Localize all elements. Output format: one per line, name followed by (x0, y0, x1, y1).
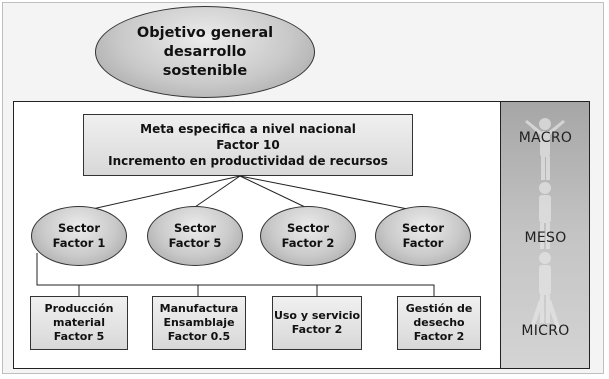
sector-label: Sector (174, 221, 216, 235)
meta-line: Factor 10 (216, 138, 280, 152)
sector-ellipse: Sector Factor 2 (260, 206, 356, 266)
objective-line: sostenible (162, 62, 248, 79)
stage-line: material (52, 316, 105, 329)
meta-line: Incremento en productividad de recursos (108, 154, 388, 168)
connector-meta-sector-1 (78, 175, 241, 213)
connector-meta-sector-3 (239, 175, 306, 208)
stage-line: Manufactura (159, 302, 239, 315)
sector-label: Sector (287, 221, 329, 235)
objective-line: desarrollo (163, 43, 247, 60)
sector-factor: Factor 1 (52, 236, 106, 250)
stage-line: Factor 5 (53, 330, 105, 343)
stage-line: Ensamblaje (163, 316, 235, 329)
stage-line: Factor 0.5 (167, 330, 231, 343)
sector-ellipse: Sector Factor 5 (147, 206, 243, 266)
national-goal-box: Meta especifica a nivel nacional Factor … (83, 114, 413, 176)
connector-meta-sector-2 (194, 175, 241, 208)
scale-meso-label: MESO (524, 230, 567, 246)
stage-line: Producción (44, 302, 114, 315)
stage-line: Uso y servicio (273, 309, 361, 322)
sector-label: Sector (58, 221, 100, 235)
objective-line: Objetivo general (136, 24, 274, 41)
sector-factor: Factor 2 (281, 236, 335, 250)
scale-panel: MACRO MESO MICRO (500, 102, 589, 368)
general-objective-ellipse: Objetivo general desarrollo sostenible (95, 6, 315, 98)
stage-box-waste: Gestión de desecho Factor 2 (397, 296, 481, 350)
sector-ellipse: Sector Factor (375, 206, 471, 266)
stage-box-use: Uso y servicio Factor 2 (272, 296, 362, 350)
sector-ellipse: Sector Factor 1 (31, 206, 127, 266)
stage-line: Factor 2 (291, 323, 343, 336)
connector-sector-1-stages (36, 253, 435, 298)
scale-macro-label: MACRO (518, 130, 573, 146)
connector-meta-sector-4 (239, 175, 424, 213)
stage-line: desecho (413, 316, 465, 329)
scale-micro-label: MICRO (521, 323, 570, 339)
stage-box-production: Producción material Factor 5 (30, 296, 128, 350)
meta-line: Meta especifica a nivel nacional (140, 122, 356, 136)
stage-line: Gestión de (405, 302, 473, 315)
sector-factor: Factor (402, 236, 444, 250)
sector-label: Sector (402, 221, 444, 235)
sector-factor: Factor 5 (168, 236, 222, 250)
stage-line: Factor 2 (413, 330, 465, 343)
human-figures-graphic (525, 118, 565, 331)
stage-box-manufacturing: Manufactura Ensamblaje Factor 0.5 (152, 296, 246, 350)
